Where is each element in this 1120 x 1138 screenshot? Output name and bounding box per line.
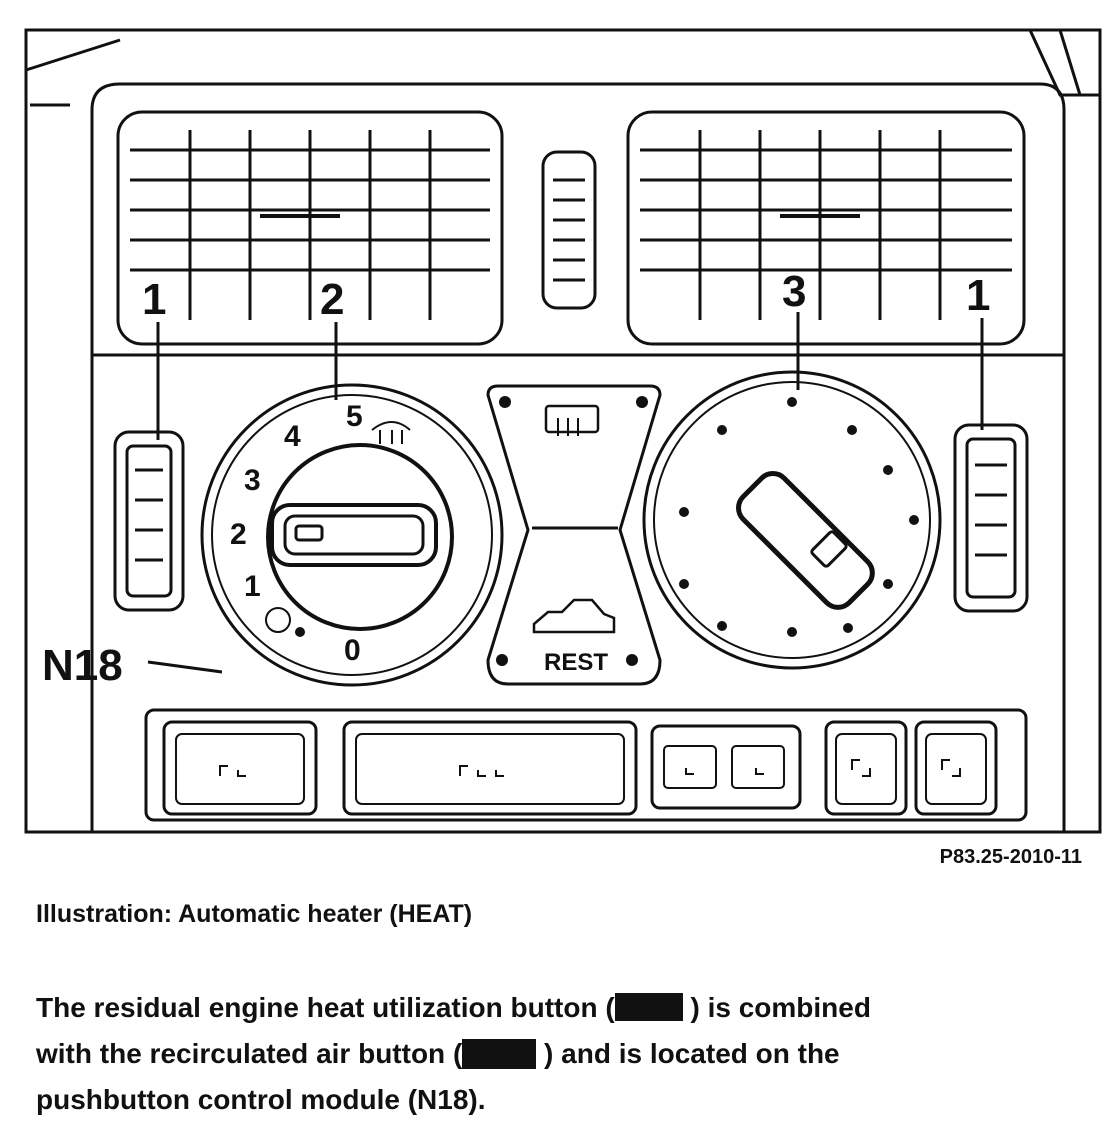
blower-dial-handle — [270, 503, 438, 567]
callout-1-left: 1 — [142, 275, 166, 324]
rear-defrost-button[interactable] — [544, 404, 600, 436]
para-text-1: The residual engine heat utilization but… — [36, 992, 615, 1023]
module-button-4[interactable] — [824, 720, 908, 816]
callout-3: 3 — [782, 267, 806, 316]
para-text-2: ) is combined — [690, 992, 871, 1023]
para-text-3: with the recirculated air button ( — [36, 1038, 463, 1069]
para-text-4: ) and is located on the — [544, 1038, 840, 1069]
blower-dial-number-2: 2 — [230, 518, 247, 551]
callout-1-right: 1 — [966, 271, 990, 320]
figure-reference: P83.25-2010-11 — [939, 846, 1082, 868]
fan-icon — [265, 607, 291, 633]
figure-caption: Illustration: Automatic heater (HEAT) — [36, 900, 473, 928]
heater-control-diagram: 1 2 3 1 N18 0 1 2 3 4 5 REST — [24, 28, 1102, 834]
residual-heat-button-symbol — [614, 993, 683, 1021]
right-air-vent — [626, 110, 1026, 346]
left-air-vent — [116, 110, 504, 346]
rest-label: REST — [544, 649, 608, 676]
module-button-5[interactable] — [914, 720, 998, 816]
recirculated-air-button-symbol — [462, 1039, 537, 1069]
left-side-thumbwheel[interactable] — [113, 430, 185, 612]
center-vent-thumbwheel[interactable] — [541, 150, 597, 310]
blower-dial-number-4: 4 — [284, 420, 301, 453]
module-button-1[interactable] — [162, 720, 318, 816]
diagram-frame — [24, 28, 1102, 834]
right-side-thumbwheel[interactable] — [953, 423, 1029, 613]
air-distribution-dial[interactable] — [642, 370, 942, 670]
rest-car-icon — [532, 598, 616, 634]
blower-dial-number-0: 0 — [344, 634, 361, 667]
blower-dial-number-3: 3 — [244, 464, 261, 497]
defrost-icon-left — [371, 421, 411, 444]
callout-leader-n18 — [147, 660, 223, 674]
blower-dial-number-5: 5 — [346, 400, 363, 433]
distribution-dial-handle — [736, 471, 875, 610]
module-label-n18: N18 — [42, 641, 123, 690]
blower-speed-dial[interactable] — [200, 383, 504, 687]
blower-dial-number-1: 1 — [244, 570, 261, 603]
callout-2: 2 — [320, 275, 344, 324]
module-button-2[interactable] — [342, 720, 638, 816]
control-panel — [90, 82, 1066, 832]
pushbutton-control-module — [144, 708, 1028, 822]
para-text-5: pushbutton control module (N18). — [36, 1084, 486, 1115]
module-button-3[interactable] — [650, 724, 802, 810]
description-paragraph: The residual engine heat utilization but… — [36, 985, 1096, 1123]
center-plate — [486, 384, 662, 686]
